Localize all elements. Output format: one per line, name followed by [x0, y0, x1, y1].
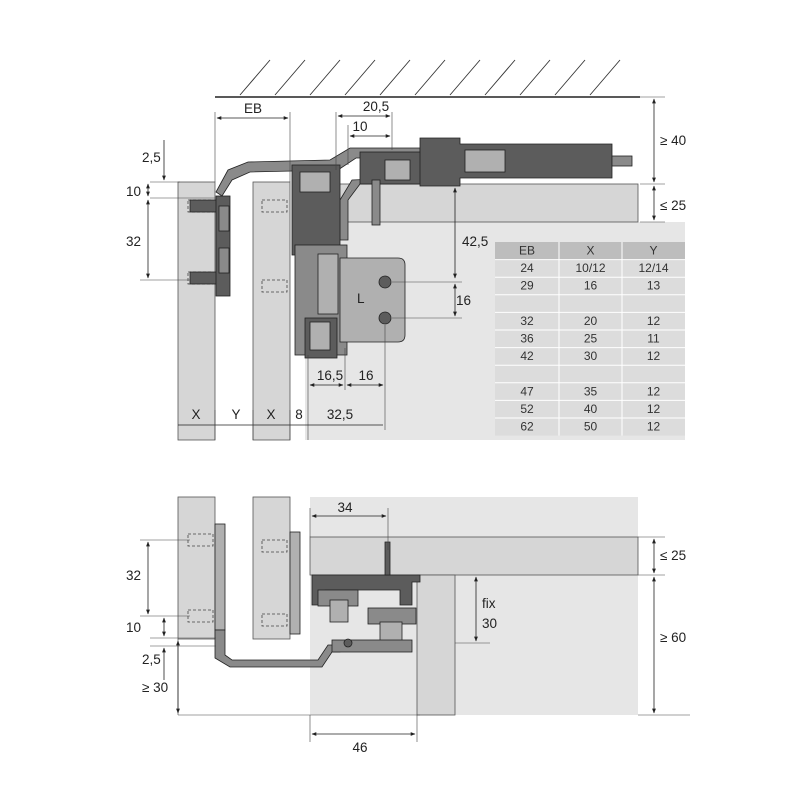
table-cell: 12	[647, 384, 661, 398]
dim-fix: fix	[482, 596, 496, 611]
dim-34: 34	[337, 500, 353, 515]
table-cell: 50	[584, 420, 598, 434]
mounting-plate: L	[339, 257, 406, 343]
table-cell: 16	[584, 279, 598, 293]
table-cell: 52	[520, 402, 534, 416]
dim-10-left: 10	[126, 184, 141, 199]
dim-x-2: X	[266, 407, 275, 422]
table-cell: 35	[584, 384, 598, 398]
cabinet-shelf-board	[309, 536, 639, 576]
table-header-cell: X	[586, 244, 594, 258]
table-cell: 42	[520, 349, 534, 363]
table-cell: 47	[520, 384, 534, 398]
bottom-dimensions: 34 ≤ 25 ≥ 60 fix 30 32 10	[126, 500, 690, 755]
door-panel-right	[252, 181, 291, 441]
dim-16-horizontal: 16	[358, 368, 373, 383]
table-cell: 20	[584, 314, 598, 328]
dim-x-1: X	[191, 407, 200, 422]
dim-32-bottom: 32	[126, 568, 141, 583]
table-cell: 30	[584, 349, 598, 363]
cabinet-back-area	[310, 497, 638, 715]
table-cell: 25	[584, 332, 598, 346]
dim-y: Y	[231, 407, 240, 422]
table-cell: 24	[520, 261, 534, 275]
upper-mechanism	[359, 137, 633, 226]
ceiling-hatching	[215, 59, 640, 98]
top-dimensions: EB 20,5 10 ≥ 40 ≤ 25 2,5 1	[126, 96, 686, 440]
door-panel-left	[177, 181, 216, 441]
table-cell: 13	[647, 279, 661, 293]
table-cell: 12	[647, 314, 661, 328]
dim-30-fix: 30	[482, 616, 497, 631]
table-cell: 29	[520, 279, 534, 293]
door-panel-left-bottom	[177, 496, 216, 640]
table-cell: 10/12	[575, 261, 605, 275]
dim-32-5: 32,5	[327, 407, 353, 422]
dim-20-5: 20,5	[363, 99, 389, 114]
table-cell: 12	[647, 420, 661, 434]
bottom-mechanism	[311, 541, 421, 653]
dim-10-top: 10	[352, 119, 367, 134]
dim-2-5-bottom: 2,5	[142, 652, 161, 667]
eb-table: EB X Y 24 10/12 12/14 29 16 13 32 20 12 36 25 11 42 30 12…	[495, 242, 685, 436]
dim-ge-40: ≥ 40	[660, 133, 686, 148]
dim-ge-30: ≥ 30	[142, 680, 168, 695]
dim-8: 8	[295, 407, 303, 422]
table-header-bg	[495, 242, 685, 260]
dim-ge-60: ≥ 60	[660, 630, 686, 645]
dim-16-vertical: 16	[456, 293, 471, 308]
table-cell: 62	[520, 420, 534, 434]
table-cell: 12	[647, 349, 661, 363]
dim-2-5-left: 2,5	[142, 150, 161, 165]
table-header-cell: EB	[519, 244, 535, 258]
table-header-cell: Y	[649, 244, 657, 258]
dim-42-5: 42,5	[462, 234, 488, 249]
table-cell: 12/14	[638, 261, 668, 275]
table-cell: 11	[647, 332, 660, 346]
dim-32-left: 32	[126, 234, 141, 249]
dim-16-5: 16,5	[317, 368, 343, 383]
dim-46: 46	[352, 740, 367, 755]
table-cell: 40	[584, 402, 598, 416]
hinge-mechanism	[291, 164, 348, 359]
dim-10-bottom: 10	[126, 620, 141, 635]
dim-eb: EB	[244, 101, 262, 116]
dim-le-25: ≤ 25	[660, 198, 686, 213]
table-cell: 36	[520, 332, 534, 346]
door-panel-right-bottom	[252, 496, 291, 640]
cabinet-side-board	[416, 574, 456, 716]
table-cell: 12	[647, 402, 661, 416]
dim-le-25-bottom: ≤ 25	[660, 548, 686, 563]
bottom-view: 34 ≤ 25 ≥ 60 fix 30 32 10	[126, 496, 690, 755]
spring-screws	[189, 195, 231, 297]
table-cell: 32	[520, 314, 534, 328]
l-mark: L	[357, 291, 365, 306]
